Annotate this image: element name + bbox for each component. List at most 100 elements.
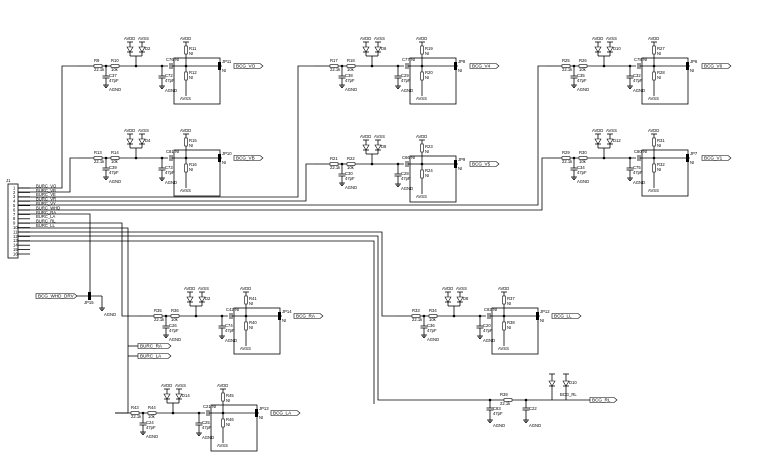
resistor (420, 169, 424, 179)
clamp-diode (186, 296, 194, 303)
resistor-value: NI (657, 143, 661, 148)
resistor-ref: R44 (148, 405, 156, 410)
ground-symbol (477, 334, 483, 339)
resistor-value: 22.1k (94, 159, 105, 164)
capacitor-value: 47pF (225, 328, 235, 333)
output-net-tag-label: BCG_V1 (704, 156, 723, 161)
capacitor-ref: C25 (202, 420, 210, 425)
resistor (184, 137, 188, 147)
resistor-value: NI (226, 422, 230, 427)
resistor-ref: R30 (579, 150, 587, 155)
junction-dot (628, 64, 632, 68)
resistor-ref: R46 (226, 417, 234, 422)
junction-dot (160, 156, 164, 160)
power-label: AVSS (217, 443, 228, 448)
resistor-value: NI (249, 325, 253, 330)
capacitor-value: NI (175, 57, 179, 62)
bias-network-box (173, 149, 221, 197)
resistor-ref: R43 (131, 405, 139, 410)
ground-symbol (339, 181, 345, 186)
wire (18, 157, 546, 211)
capacitor-ref: C66 (402, 155, 410, 160)
diode-ref: D10 (569, 380, 577, 385)
ground-symbol (103, 175, 109, 180)
jumper-value: NI (259, 415, 263, 420)
power-label: AVSS (240, 346, 251, 351)
junction-dot (370, 64, 374, 68)
connector-body (7, 183, 19, 259)
power-label: AVSS (648, 188, 659, 193)
capacitor-ref: C24 (146, 420, 154, 425)
connector-net-label: BURC_VR (36, 197, 56, 202)
ground-label: AGND (633, 180, 645, 185)
ground-symbol (523, 418, 529, 423)
capacitor-ref: C28 (401, 171, 409, 176)
jumper-value: NI (222, 160, 226, 165)
resistor-value: 22.1k (500, 401, 511, 406)
capacitor-ref: C37 (109, 73, 117, 78)
resistor-value: 10k (347, 165, 355, 170)
connector-net-label: BURC_WHD (36, 205, 60, 210)
jumper-ref: JP9 (458, 157, 466, 162)
resistor (244, 295, 248, 305)
input-connector: J112345678910111213141516BURC_VOBURC_VBB… (6, 178, 60, 259)
jumper-ref: JP7 (690, 151, 698, 156)
capacitor-ref: C80 (634, 149, 642, 154)
jumper-value: NI (458, 68, 462, 73)
whd-net-tag: BCG_WHD_DRV (35, 293, 78, 299)
resistor-ref: R35 (154, 308, 162, 313)
ground-symbol (627, 176, 633, 181)
connector-pin: 13 (13, 238, 18, 243)
ground-label: AGND (345, 87, 357, 92)
ground-label: AGND (529, 423, 541, 428)
resistor-ref: R17 (330, 58, 338, 63)
capacitor-value: NI (643, 57, 647, 62)
connector-pin: 9 (13, 221, 16, 226)
bias-network-box (641, 57, 689, 105)
resistor-value: NI (507, 325, 511, 330)
resistor-ref: R9 (94, 58, 100, 63)
output-net-tag-label: BCG_V6 (704, 64, 723, 69)
resistor-value: 22.1k (562, 67, 573, 72)
resistor (652, 137, 656, 147)
coupling-capacitor (637, 63, 641, 69)
diode-ref: D10 (613, 46, 621, 51)
ground-symbol (395, 84, 401, 89)
capacitor-value: 47pF (483, 328, 493, 333)
resistor-ref: R36 (171, 308, 179, 313)
resistor-value: NI (189, 75, 193, 80)
bus-net-tag-la-label: BURC_LA (140, 354, 162, 359)
capacitor-value: 47pF (633, 78, 643, 83)
power-label: AVSS (606, 36, 617, 41)
ground-symbol (571, 83, 577, 88)
resistor-ref: R33 (412, 308, 420, 313)
whd-net-tag-label: BCG_WHD_DRV (38, 294, 75, 299)
bus-net-tag-ra-label: BURC_RA (140, 344, 163, 349)
junction-dot (134, 64, 138, 68)
capacitor-ref: C34 (577, 165, 585, 170)
connector-net-label: BURC_RA (36, 210, 56, 215)
capacitor-value: NI (411, 57, 415, 62)
resistor (184, 71, 188, 81)
power-label: AVSS (498, 346, 509, 351)
connector-net-label: BURC_LL (36, 223, 56, 228)
capacitor-value: 47pF (345, 78, 355, 83)
ground-symbol (196, 431, 202, 436)
ground-symbol (487, 418, 493, 423)
wire (18, 231, 396, 317)
junction-dot (602, 64, 606, 68)
resistor-ref: R38 (507, 320, 515, 325)
resistor-ref: R13 (94, 150, 102, 155)
resistor-ref: R20 (425, 70, 433, 75)
power-label: AVDD (498, 286, 509, 291)
junction-dot (134, 156, 138, 160)
resistor-ref: R34 (429, 308, 437, 313)
jumper-ref: JP11 (222, 59, 232, 64)
resistor-ref: R26 (579, 58, 587, 63)
coupling-capacitor (637, 155, 641, 161)
capacitor-value: 47pF (577, 170, 587, 175)
jumper (454, 160, 457, 168)
power-label: AVDD (416, 134, 427, 139)
power-label: AVSS (175, 383, 186, 388)
power-label: AVSS (456, 286, 467, 291)
